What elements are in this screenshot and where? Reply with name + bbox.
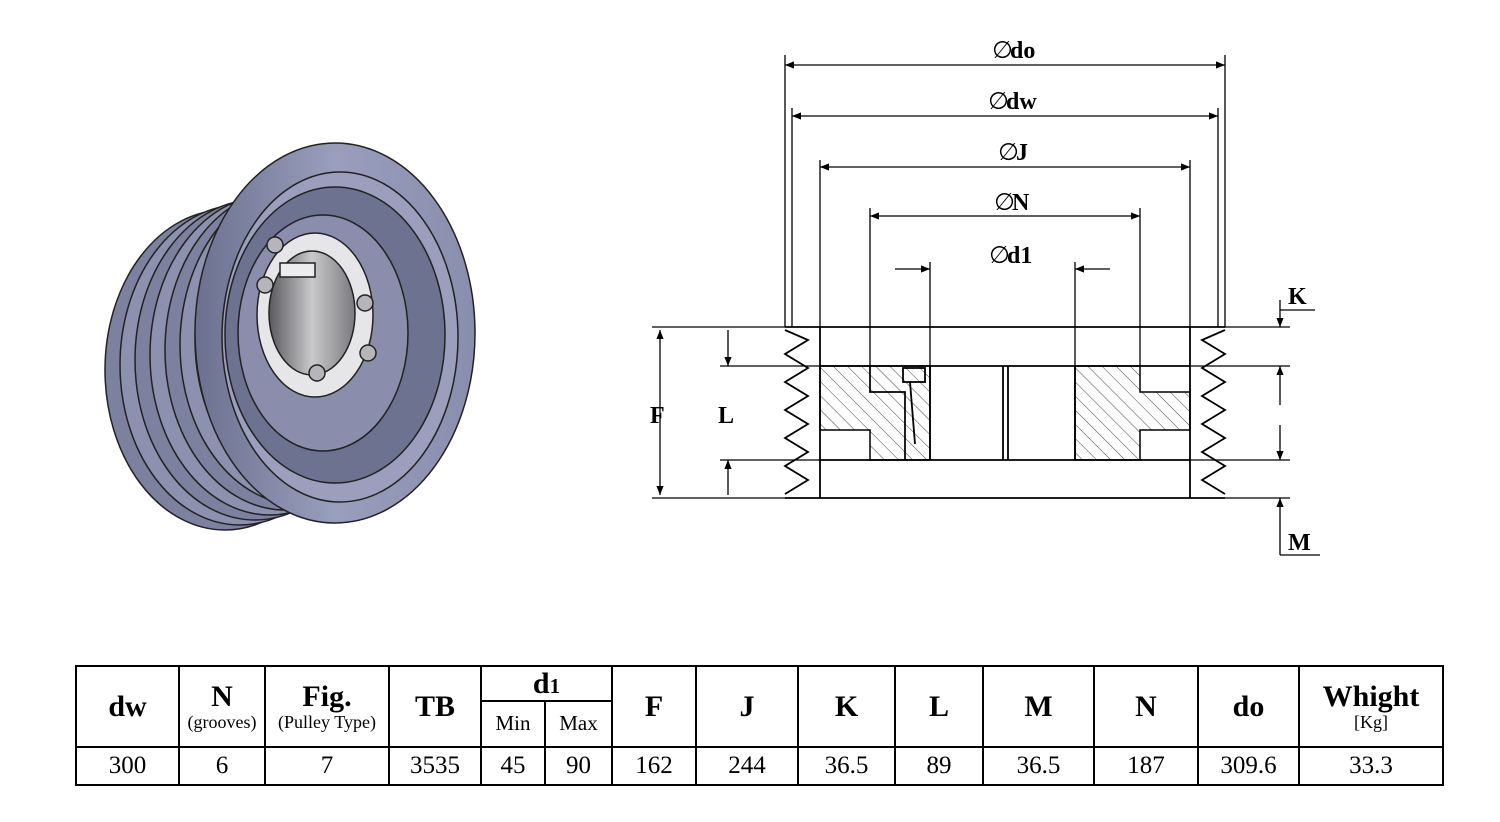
value-K: 36.5: [797, 746, 896, 786]
value-tb: 3535: [388, 746, 482, 786]
value-N: 187: [1093, 746, 1199, 786]
value-d1-min: 45: [480, 746, 546, 786]
header-d1-min: Min: [480, 700, 546, 748]
phi-symbol: ∅: [994, 188, 1015, 216]
value-F: 162: [611, 746, 697, 786]
phi-symbol: ∅: [989, 241, 1010, 269]
header-weight: Whight[Kg]: [1298, 665, 1444, 748]
value-weight: 33.3: [1298, 746, 1444, 786]
phi-symbol: ∅: [988, 87, 1009, 115]
value-dw: 300: [75, 746, 180, 786]
label-L: L: [718, 403, 734, 429]
header-L: L: [894, 665, 984, 748]
pulley-3d-render: [104, 142, 476, 531]
header-M: M: [982, 665, 1095, 748]
header-dw: dw: [75, 665, 180, 748]
pulley-body: [104, 142, 476, 531]
phi-symbol: ∅: [998, 138, 1019, 166]
header-N: N: [1093, 665, 1199, 748]
value-fig: 7: [264, 746, 390, 786]
spec-table: dw N(grooves) Fig.(Pulley Type) TB d1 F …: [75, 665, 1444, 786]
value-do: 309.6: [1197, 746, 1300, 786]
phi-symbol: ∅: [992, 36, 1013, 64]
value-J: 244: [695, 746, 799, 786]
hub-section-right: [1074, 365, 1191, 461]
header-n-grooves: N(grooves): [178, 665, 266, 748]
label-do: do: [1010, 38, 1035, 64]
header-d1: d1: [480, 665, 613, 702]
value-M: 36.5: [982, 746, 1095, 786]
label-M: M: [1288, 530, 1311, 556]
label-J: J: [1016, 140, 1028, 166]
value-n-grooves: 6: [178, 746, 266, 786]
dimension-lines: [652, 55, 1320, 556]
value-L: 89: [894, 746, 984, 786]
subheader-row: Min Max: [76, 700, 1443, 748]
header-do: do: [1197, 665, 1300, 748]
header-F: F: [611, 665, 697, 748]
pulley-outline: [783, 326, 1227, 499]
header-tb: TB: [388, 665, 482, 748]
header-d1-max: Max: [544, 700, 613, 748]
dimension-labels: ∅ do ∅ dw ∅ J ∅ N ∅ d1 F L K M: [650, 36, 1311, 556]
label-N: N: [1012, 190, 1030, 216]
header-K: K: [797, 665, 896, 748]
value-d1-max: 90: [544, 746, 613, 786]
header-J: J: [695, 665, 799, 748]
label-F: F: [650, 403, 665, 429]
header-fig: Fig.(Pulley Type): [264, 665, 390, 748]
value-row: 300 6 7 3535 45 90 162 244 36.5 89 36.5 …: [75, 746, 1444, 786]
label-K: K: [1288, 284, 1307, 310]
label-d1: d1: [1007, 243, 1032, 269]
label-dw: dw: [1006, 89, 1037, 115]
header-row: dw N(grooves) Fig.(Pulley Type) TB d1 F …: [75, 665, 1444, 748]
hub-section-left: [819, 365, 931, 461]
cross-section-drawing: ∅ do ∅ dw ∅ J ∅ N ∅ d1 F L K M: [650, 36, 1320, 556]
